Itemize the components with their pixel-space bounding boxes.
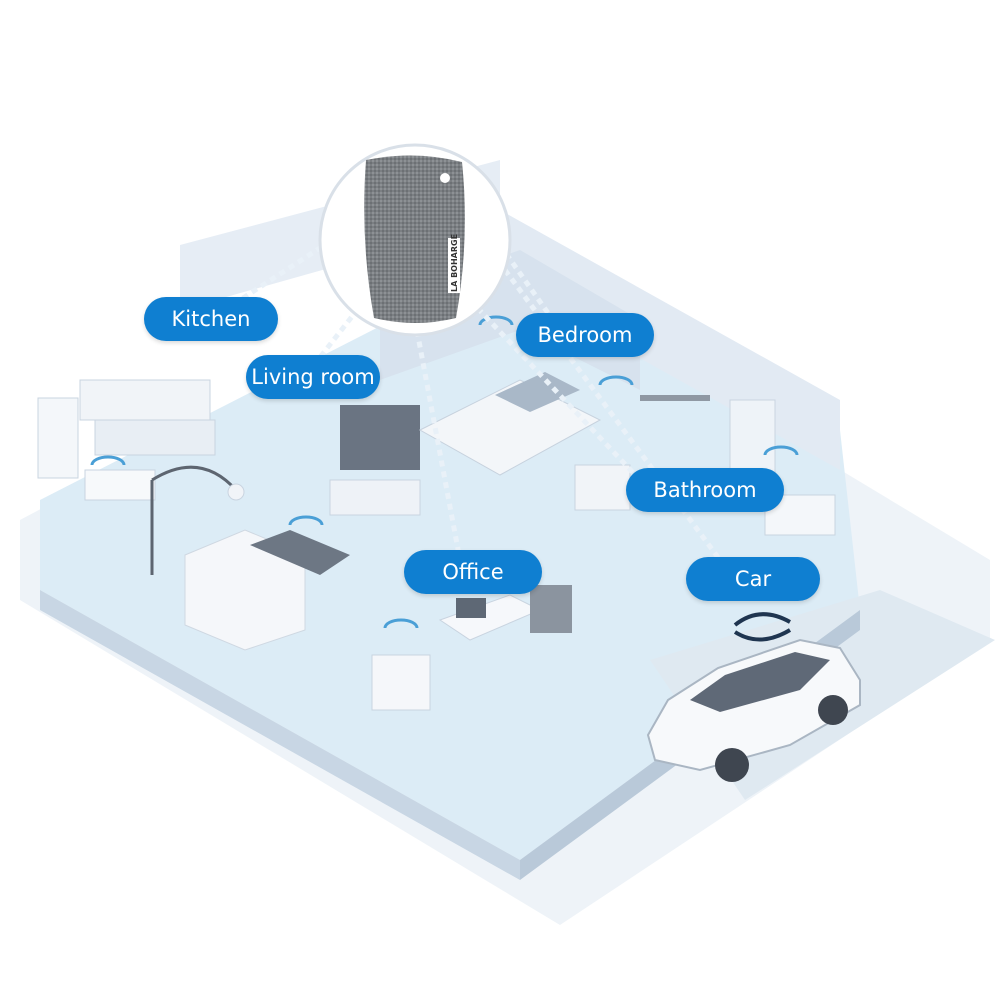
bag-brand-label: LA BOHARGE bbox=[450, 234, 459, 292]
floor-lamp-arm bbox=[151, 465, 238, 492]
label-kitchen: Kitchen bbox=[144, 297, 278, 341]
printer bbox=[530, 585, 572, 633]
airflow-icon bbox=[90, 315, 799, 629]
dining-table bbox=[84, 469, 156, 501]
charcoal-bag bbox=[364, 155, 465, 323]
tv-screen bbox=[340, 405, 420, 470]
car-airflow-icon bbox=[733, 612, 792, 642]
office-cabinet bbox=[371, 654, 431, 711]
tv-console bbox=[329, 479, 421, 516]
car-wheel-rear bbox=[818, 695, 848, 725]
car bbox=[646, 638, 861, 782]
fridge bbox=[37, 397, 79, 479]
label-bathroom: Bathroom bbox=[626, 468, 784, 512]
front-wall bbox=[40, 590, 520, 880]
bag-tag bbox=[448, 238, 460, 293]
kitchen-counter bbox=[79, 379, 211, 421]
label-office: Office bbox=[404, 550, 542, 594]
bed-blanket bbox=[495, 372, 580, 412]
coffee-table bbox=[250, 530, 350, 575]
label-car: Car bbox=[686, 557, 820, 601]
wardrobe bbox=[574, 464, 631, 511]
car-windows bbox=[690, 652, 830, 712]
lamp-shade bbox=[227, 483, 245, 501]
label-bedroom: Bedroom bbox=[516, 313, 654, 357]
sofa bbox=[184, 529, 306, 651]
charcoal-bag-icon: LA BOHARGE bbox=[364, 155, 465, 323]
kitchen-cabinets bbox=[94, 419, 216, 456]
bag-hanging-hole bbox=[440, 173, 450, 183]
clothes-rail bbox=[640, 395, 710, 401]
car-wheel-front bbox=[715, 748, 749, 782]
office-monitor bbox=[456, 598, 486, 618]
bed bbox=[418, 379, 602, 476]
label-living-room: Living room bbox=[246, 355, 380, 399]
